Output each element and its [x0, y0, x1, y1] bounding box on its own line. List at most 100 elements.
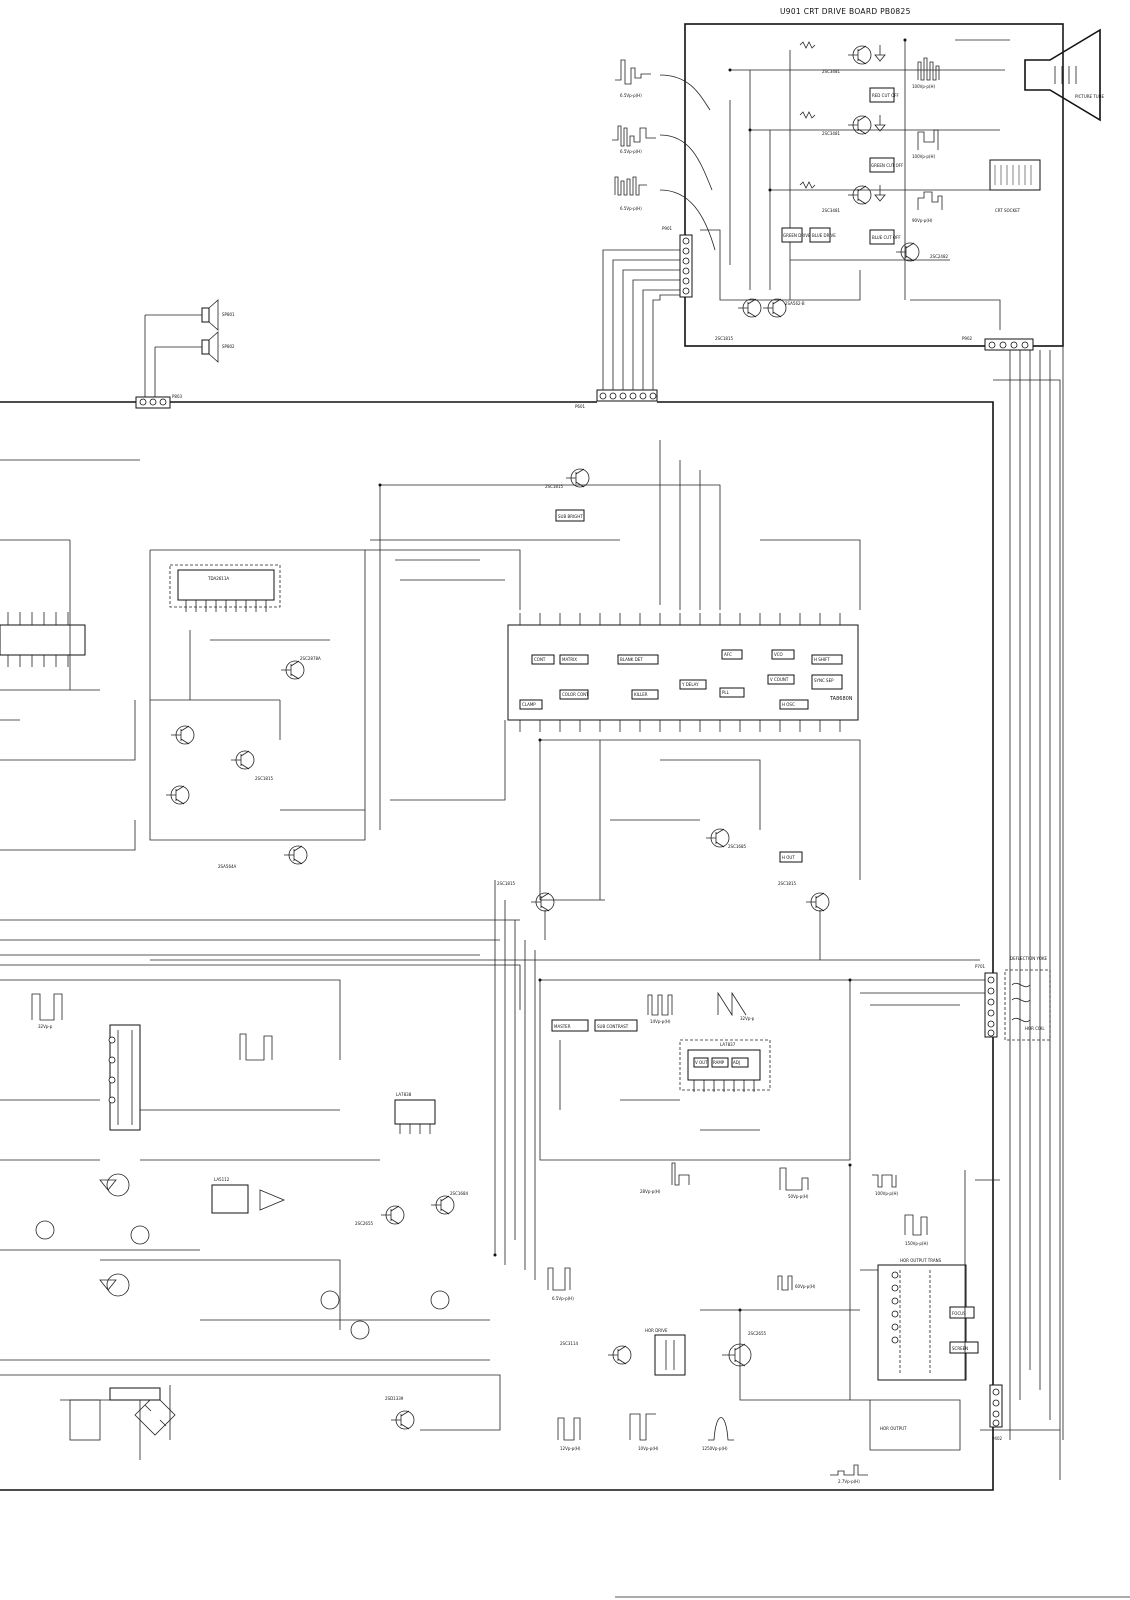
- waveform-h-right-1: 100Vp-p(H): [872, 1174, 898, 1196]
- block-vco: VCO: [774, 652, 783, 657]
- transformer-hor-drive: HOR DRIVE: [645, 1328, 686, 1376]
- screen-box[interactable]: [949, 1341, 979, 1354]
- master-label: MASTER: [554, 1024, 571, 1029]
- blue-drive-label: BLUE DRIVE: [812, 233, 836, 238]
- wave-label-7: 32Vp-p: [740, 1016, 755, 1021]
- waveform-h-flyback: 1250Vp-p(H): [702, 1417, 734, 1451]
- q603-label: 2SA564A: [218, 864, 237, 869]
- wave-label-8: 14Vp-p(H): [650, 1019, 671, 1024]
- wave-label-10: 50Vp-p(H): [788, 1194, 809, 1199]
- transistor-q901: 2SC3481: [822, 45, 872, 74]
- transistor-q801: 2SC2655: [355, 1205, 405, 1226]
- waveform-v-pulse: 14Vp-p(H): [647, 994, 673, 1024]
- q904-label: 2SC2482: [930, 254, 949, 259]
- q905-label: 2SA562-B: [785, 301, 805, 306]
- q502-label: 2SC1685: [728, 844, 747, 849]
- green-drive-box: [781, 227, 803, 243]
- block-killer: KILLER: [634, 692, 648, 697]
- ic-vertical: LA7838: [394, 1092, 436, 1134]
- transistor-q401: 2SC3114: [560, 1341, 632, 1365]
- transistor-q903: 2SC3481: [822, 185, 872, 213]
- p902-label: P902: [962, 336, 973, 341]
- connector-p803: P803: [135, 394, 183, 409]
- q906-label: 2SC1815: [715, 336, 734, 341]
- transistor-q802: 2SC1815: [778, 881, 830, 912]
- waveform-green-out: 100Vp-p(H): [912, 129, 939, 159]
- transistor-q403: 2SD1339: [385, 1396, 415, 1430]
- connector-p901: P901: [662, 226, 693, 298]
- transistor-q405: [171, 725, 195, 745]
- p803-label: P803: [172, 394, 183, 399]
- wave-label-11: 2.7Vp-p(H): [838, 1479, 860, 1484]
- block-matrix: MATRIX: [562, 657, 577, 662]
- q501-label: 2SC1815: [545, 484, 564, 489]
- q903-label: 2SC3481: [822, 208, 841, 213]
- bridge-rectifier: [109, 1387, 176, 1436]
- wave-label-15: 6.5Vp-p(H): [552, 1296, 574, 1301]
- transistor-q906: 2SC1815: [715, 298, 762, 341]
- q601-label: 2SC2878A: [300, 656, 321, 661]
- crt-drive-board: 2SC3481 2SC3481 2SC3481 2SC2482 2SA562-B…: [662, 23, 1104, 351]
- p601-label: P601: [575, 404, 586, 409]
- red-cut-off-box: [869, 87, 895, 103]
- wave-label-17: 1250Vp-p(H): [702, 1446, 728, 1451]
- waveform-hd-1: 12Vp-p(H): [557, 1417, 581, 1451]
- wave-label-5: 100Vp-p(H): [912, 154, 935, 159]
- block-contrast: CONT: [534, 657, 546, 662]
- block-color-cont: COLOR CONT: [562, 692, 589, 697]
- transistor-q501: 2SC1815: [545, 468, 590, 489]
- p901-label: P901: [662, 226, 673, 231]
- ic-vout-label: LA7837: [720, 1042, 736, 1047]
- wave-label-12: 100Vp-p(H): [875, 1191, 898, 1196]
- blue-cut-off-label: BLUE CUT OFF: [872, 235, 901, 240]
- hor-output-transformer: HOR OUTPUT TRANS: [877, 1258, 967, 1381]
- speaker-1: SP801: [201, 299, 235, 331]
- q401-label: 2SC3114: [560, 1341, 579, 1346]
- q901-label: 2SC3481: [822, 69, 841, 74]
- sub-contrast-box: [594, 1019, 638, 1032]
- transistor-q406: 2SC1815: [497, 881, 555, 912]
- block-afc: AFC: [724, 652, 732, 657]
- waveform-h-right-3: 60Vp-p(H): [777, 1275, 816, 1291]
- transistor-q902: 2SC3481: [822, 115, 872, 136]
- q801-label: 2SC2655: [355, 1221, 374, 1226]
- waveform-left-1: 32Vp-p: [31, 993, 63, 1029]
- hor-output-label: HOR OUTPUT: [880, 1426, 907, 1431]
- ic-sound-amp: TDA2611A: [169, 564, 281, 612]
- hor-output-trans-label: HOR OUTPUT TRANS: [900, 1258, 942, 1263]
- ic-vertical-output: LA7837 V OUT RAMP ADJ: [679, 1039, 771, 1092]
- speaker-2-label: SP802: [222, 344, 235, 349]
- block-matrix-2: Y DELAY: [681, 682, 699, 687]
- crt-socket-label: CRT SOCKET: [995, 208, 1021, 213]
- block-sync-sep: SYNC SEP: [814, 678, 834, 683]
- ic-regulator: LA5112: [211, 1177, 249, 1214]
- connector-p402: P402: [989, 1384, 1003, 1441]
- transistor-q603: 2SA564A: [218, 845, 308, 869]
- wave-label-18: 10Vp-p(H): [638, 1446, 659, 1451]
- transistor-q404: [166, 785, 190, 805]
- h-out-box: [779, 851, 803, 863]
- q406-label: 2SC1815: [497, 881, 516, 886]
- board-title: U901 CRT DRIVE BOARD PB0825: [780, 7, 911, 16]
- red-cut-off-label: RED CUT OFF: [872, 93, 900, 98]
- wave-label-1: 6.5Vp-p(H): [620, 93, 642, 98]
- wave-label-2: 6.5Vp-p(H): [620, 149, 642, 154]
- main-board-outline: [0, 24, 1064, 1491]
- p402-label: P402: [992, 1436, 1003, 1441]
- transistor-q602: 2SC1815: [231, 750, 274, 781]
- speaker-2: SP802: [201, 331, 235, 363]
- sub-bright-label: SUB BRIGHT: [558, 514, 583, 519]
- block-blank-det: BLANK DET: [620, 657, 643, 662]
- waveform-red-out: 100Vp-p(H): [912, 57, 940, 89]
- block-h-shift: H SHIFT: [814, 657, 830, 662]
- transistor-q502: 2SC1685: [706, 828, 747, 849]
- transistor-q904: 2SC2482: [896, 242, 949, 262]
- focus-box[interactable]: [949, 1306, 975, 1319]
- waveform-v-out-b: 50Vp-p(H): [779, 1167, 809, 1199]
- junction-dots: [378, 38, 907, 1312]
- p701-label: P701: [975, 964, 986, 969]
- ic-chroma-label: TA8680N: [829, 696, 853, 702]
- speaker-1-label: SP801: [222, 312, 235, 317]
- sub-contrast-label: SUB CONTRAST: [597, 1024, 629, 1029]
- green-cut-off-box: [869, 157, 895, 173]
